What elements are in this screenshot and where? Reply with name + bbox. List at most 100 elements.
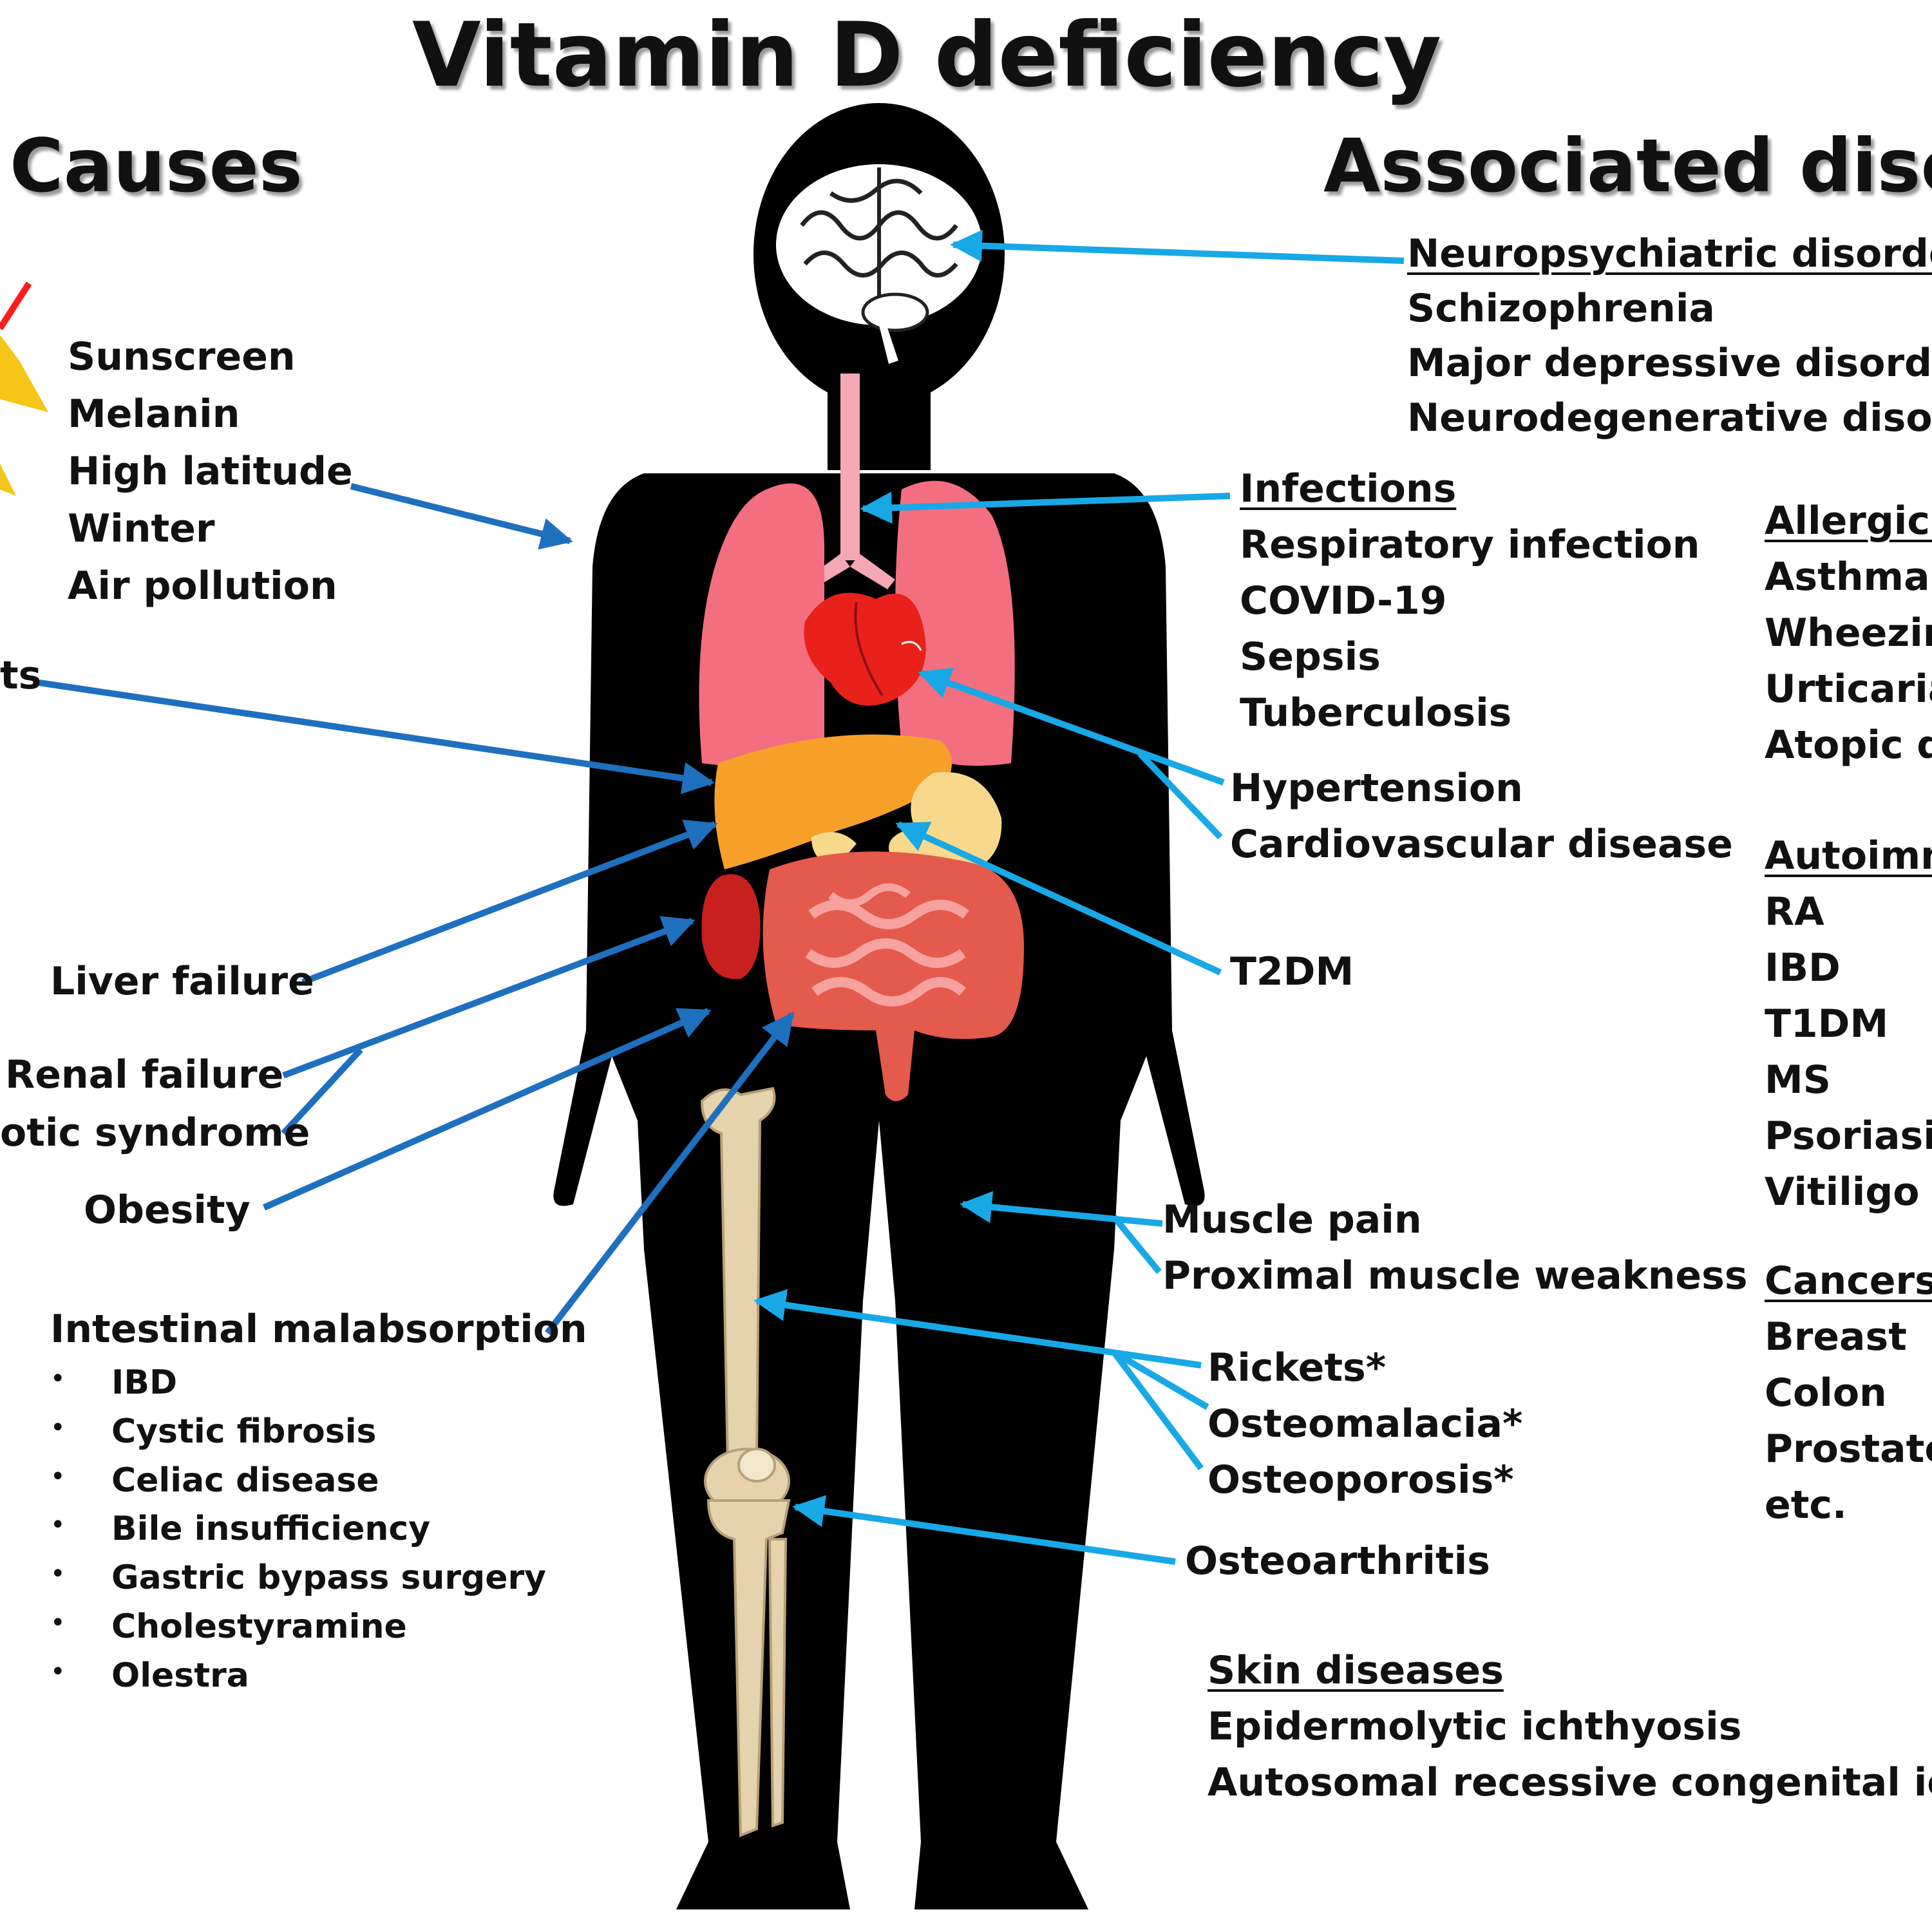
malabsorption-olestra: Olestra <box>111 1656 249 1695</box>
bullet: • <box>50 1607 66 1638</box>
muscle-group: Muscle pain Proximal muscle weakness <box>1162 1198 1748 1298</box>
arrow-diet <box>38 679 715 795</box>
sunlight-causes-list: Sunscreen Melanin High latitude Winter A… <box>68 335 353 609</box>
arrow-liver <box>301 819 718 985</box>
page-title: Vitamin D deficiency <box>412 3 1442 107</box>
arrow-osteoarthritis <box>792 1495 1176 1565</box>
arrow-cardio <box>918 667 1225 786</box>
allergic-heading: Allergic d <box>1765 498 1932 544</box>
disease-autosomal-ichthyosis: Autosomal recessive congenital ichthy <box>1208 1760 1932 1805</box>
malabsorption-ibd: IBD <box>111 1363 178 1402</box>
arrow-infections <box>860 491 1231 524</box>
bullet: • <box>50 1510 66 1540</box>
bullet: • <box>50 1656 66 1687</box>
list-item: • Olestra <box>50 1656 546 1696</box>
list-item: • Gastric bypass surgery <box>50 1558 547 1598</box>
arrow-muscle-branch <box>1112 1215 1162 1274</box>
bullet: • <box>50 1364 66 1394</box>
cause-winter: Winter <box>68 506 215 551</box>
autoimmune-heading: Autoimm <box>1765 833 1932 878</box>
cause-melanin: Melanin <box>68 392 240 437</box>
bullet: • <box>50 1559 66 1589</box>
malabsorption-list: • IBD •Cystic fibrosis • Celiac disease • B… <box>50 1363 547 1696</box>
disease-neurodegenerative: Neurodegenerative disorde <box>1407 395 1932 440</box>
autoimmune-group: Autoimm RA IBD T1DM MS Psoriasis Vitilig… <box>1765 834 1932 1215</box>
cause-obesity: Obesity <box>84 1188 251 1233</box>
cancer-etc: etc. <box>1765 1482 1847 1528</box>
kidney-icon <box>701 874 761 980</box>
skin-group: Skin diseases Epidermolytic ichthyosis A… <box>1208 1649 1932 1805</box>
sun-icon <box>0 281 48 496</box>
diseases-heading: Associated disea <box>1323 123 1932 209</box>
disease-covid19: COVID-19 <box>1240 578 1447 623</box>
disease-rickets: Rickets* <box>1208 1345 1387 1390</box>
infections-group: Infections Respiratory infection COVID-1… <box>1240 467 1700 735</box>
intestines-icon <box>762 851 1024 1101</box>
liver-icon <box>714 734 952 869</box>
list-item: • Celiac disease <box>50 1461 546 1501</box>
disease-atopic-dermatitis: Atopic de <box>1765 723 1932 768</box>
cause-high-latitude: High latitude <box>68 449 353 494</box>
malabsorption-bile: Bile insufficiency <box>111 1510 431 1549</box>
heart-icon <box>804 592 926 706</box>
brain-icon <box>776 164 982 364</box>
arrow-nephrotic <box>281 1047 363 1136</box>
list-item: • Bile insufficiency <box>50 1510 546 1549</box>
list-item: • IBD <box>50 1363 546 1403</box>
causes-heading: Causes <box>10 123 303 209</box>
list-item: •Cystic fibrosis <box>50 1412 546 1452</box>
cause-cut-label: ts <box>0 653 42 698</box>
disease-asthma: Asthma <box>1765 554 1930 600</box>
arrow-muscle <box>960 1191 1163 1227</box>
disease-schizophrenia: Schizophrenia <box>1407 286 1715 331</box>
disease-major-depressive: Major depressive disorder <box>1407 341 1932 386</box>
disease-proximal-weakness: Proximal muscle weakness <box>1162 1253 1748 1298</box>
cause-nephrotic-syndrome: otic syndrome <box>0 1110 310 1155</box>
arrow-bone-branch1 <box>1112 1349 1209 1410</box>
arrow-cardio-branch <box>1137 751 1223 840</box>
uv-ray-icon <box>0 281 32 330</box>
malabsorption-gastric-bypass: Gastric bypass surgery <box>111 1558 547 1598</box>
disease-tuberculosis: Tuberculosis <box>1240 690 1512 735</box>
disease-ibd: IBD <box>1765 945 1841 990</box>
arrow-renal <box>282 916 696 1079</box>
arrow-bone-branch2 <box>1112 1350 1204 1470</box>
cause-air-pollution: Air pollution <box>68 564 337 609</box>
disease-t2dm: T2DM <box>1230 949 1354 994</box>
bullet: • <box>50 1461 66 1492</box>
allergic-group: Allergic d Asthma Wheezin Urticaria Atop… <box>1765 499 1932 768</box>
disease-respiratory-infection: Respiratory infection <box>1240 522 1700 567</box>
neuro-group: Neuropsychiatric disorders Schizophrenia… <box>1407 232 1932 440</box>
malabsorption-cholestyramine: Cholestyramine <box>111 1607 407 1646</box>
neuro-heading: Neuropsychiatric disorders <box>1407 231 1932 276</box>
arrow-malabsorption <box>545 1012 795 1336</box>
arrow-obesity <box>262 1008 712 1211</box>
disease-ms: MS <box>1765 1057 1831 1103</box>
malabsorption-heading: Intestinal malabsorption <box>50 1307 587 1352</box>
disease-ra: RA <box>1765 889 1824 934</box>
disease-sepsis: Sepsis <box>1240 634 1381 679</box>
malabsorption-celiac: Celiac disease <box>111 1461 379 1500</box>
disease-wheezing: Wheezin <box>1765 611 1932 656</box>
disease-osteoporosis: Osteoporosis* <box>1208 1457 1514 1502</box>
cancer-colon: Colon <box>1765 1370 1887 1416</box>
disease-cardiovascular: Cardiovascular disease <box>1230 822 1733 867</box>
leg-bones-icon <box>700 1086 791 1837</box>
disease-arrows <box>753 229 1405 1565</box>
cause-renal-failure: Renal failure <box>5 1052 284 1097</box>
disease-psoriasis: Psoriasis <box>1765 1113 1932 1159</box>
list-item: • Cholestyramine <box>50 1607 546 1647</box>
arrow-t2dm <box>895 821 1222 976</box>
cause-sunscreen: Sunscreen <box>68 334 296 379</box>
infections-heading: Infections <box>1240 466 1457 511</box>
arrow-neuro <box>950 229 1405 264</box>
disease-vitiligo: Vitiligo <box>1765 1170 1920 1215</box>
arrow-bone <box>753 1289 1202 1368</box>
cancer-breast: Breast <box>1765 1314 1907 1359</box>
skin-heading: Skin diseases <box>1208 1648 1504 1693</box>
cancers-heading: Cancers <box>1765 1258 1932 1303</box>
bullet: • <box>50 1412 66 1443</box>
